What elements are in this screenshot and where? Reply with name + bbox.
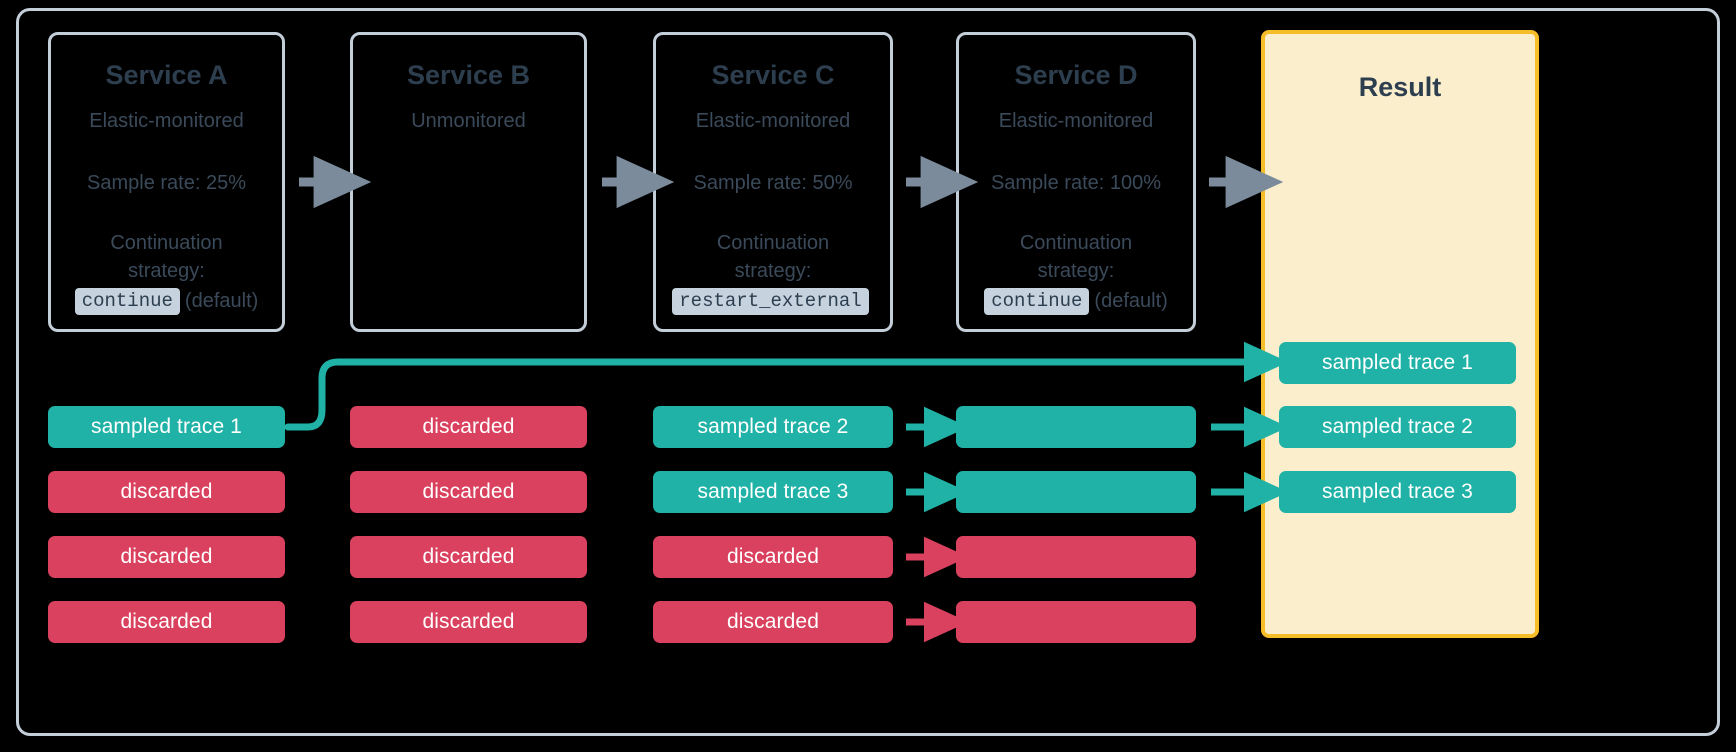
trace-pill-label: discarded: [120, 610, 213, 633]
service-sample-rate: Sample rate: 25%: [87, 171, 246, 194]
service-card-service-d: Service D Elastic-monitored Sample rate:…: [956, 32, 1196, 332]
trace-pill-label: discarded: [422, 480, 515, 503]
trace-pill-label: sampled trace 2: [697, 415, 849, 438]
result-pill-label: sampled trace 1: [1322, 351, 1473, 374]
service-strategy-label-2: strategy:: [128, 260, 205, 283]
service-title: Service C: [711, 60, 835, 90]
service-strategy-label-2: strategy:: [1037, 260, 1115, 283]
trace-pill: discarded: [350, 471, 587, 513]
service-title: Service B: [406, 60, 531, 90]
trace-pill: [956, 601, 1196, 643]
service-sample-rate: Sample rate: 50%: [693, 171, 853, 194]
trace-pill: [956, 536, 1196, 578]
trace-pill-label: discarded: [727, 545, 819, 568]
trace-pill-label: discarded: [120, 545, 213, 568]
trace-pill: sampled trace 2: [653, 406, 893, 448]
trace-pill-label: discarded: [422, 545, 515, 568]
service-strategy-value-row: continue(default): [967, 287, 1185, 316]
service-monitoring-status: Unmonitored: [411, 109, 526, 132]
service-strategy-label: Continuation: [1019, 231, 1133, 254]
trace-pill: [956, 471, 1196, 513]
service-monitoring-status: Elastic-monitored: [998, 109, 1154, 132]
service-strategy-label: Continuation: [110, 231, 223, 254]
result-pill: sampled trace 3: [1279, 471, 1516, 513]
result-pill: sampled trace 1: [1279, 342, 1516, 384]
trace-pill-label: discarded: [120, 480, 213, 503]
trace-pill: discarded: [48, 536, 285, 578]
service-monitoring-status: Elastic-monitored: [695, 109, 851, 132]
result-panel: Result: [1261, 30, 1539, 638]
service-strategy-label: Continuation: [716, 231, 830, 254]
result-pill: sampled trace 2: [1279, 406, 1516, 448]
strategy-default-note: (default): [184, 289, 259, 312]
trace-pill-label: discarded: [422, 610, 515, 633]
trace-pill: sampled trace 1: [48, 406, 285, 448]
trace-pill: discarded: [48, 601, 285, 643]
result-pill-label: sampled trace 2: [1322, 415, 1473, 438]
trace-pill: discarded: [350, 601, 587, 643]
trace-pill: discarded: [653, 601, 893, 643]
strategy-code-badge: continue: [74, 287, 180, 316]
trace-pill-label: discarded: [727, 610, 819, 633]
trace-pill: sampled trace 3: [653, 471, 893, 513]
service-title: Service A: [105, 60, 228, 90]
result-title: Result: [1358, 72, 1442, 102]
strategy-code-badge: continue: [984, 287, 1090, 316]
trace-pill: discarded: [653, 536, 893, 578]
trace-pill: [956, 406, 1196, 448]
service-sample-rate: Sample rate: 100%: [990, 171, 1162, 194]
trace-pill: discarded: [350, 406, 587, 448]
service-strategy-label-2: strategy:: [734, 260, 812, 283]
result-pill-label: sampled trace 3: [1322, 480, 1473, 503]
service-strategy-value-row: restart_external: [664, 287, 882, 316]
trace-pill: discarded: [48, 471, 285, 513]
trace-pill-label: discarded: [422, 415, 515, 438]
trace-pill-label: sampled trace 1: [91, 415, 242, 438]
service-card-service-a: Service A Elastic-monitored Sample rate:…: [48, 32, 285, 332]
service-card-service-c: Service C Elastic-monitored Sample rate:…: [653, 32, 893, 332]
service-strategy-value-row: continue(default): [59, 287, 274, 316]
strategy-code-badge: restart_external: [672, 287, 869, 316]
trace-pill-label: sampled trace 3: [697, 480, 849, 503]
service-title: Service D: [1014, 60, 1138, 90]
trace-pill: discarded: [350, 536, 587, 578]
service-card-service-b: Service B Unmonitored: [350, 32, 587, 332]
strategy-default-note: (default): [1094, 289, 1168, 312]
service-monitoring-status: Elastic-monitored: [89, 109, 244, 132]
